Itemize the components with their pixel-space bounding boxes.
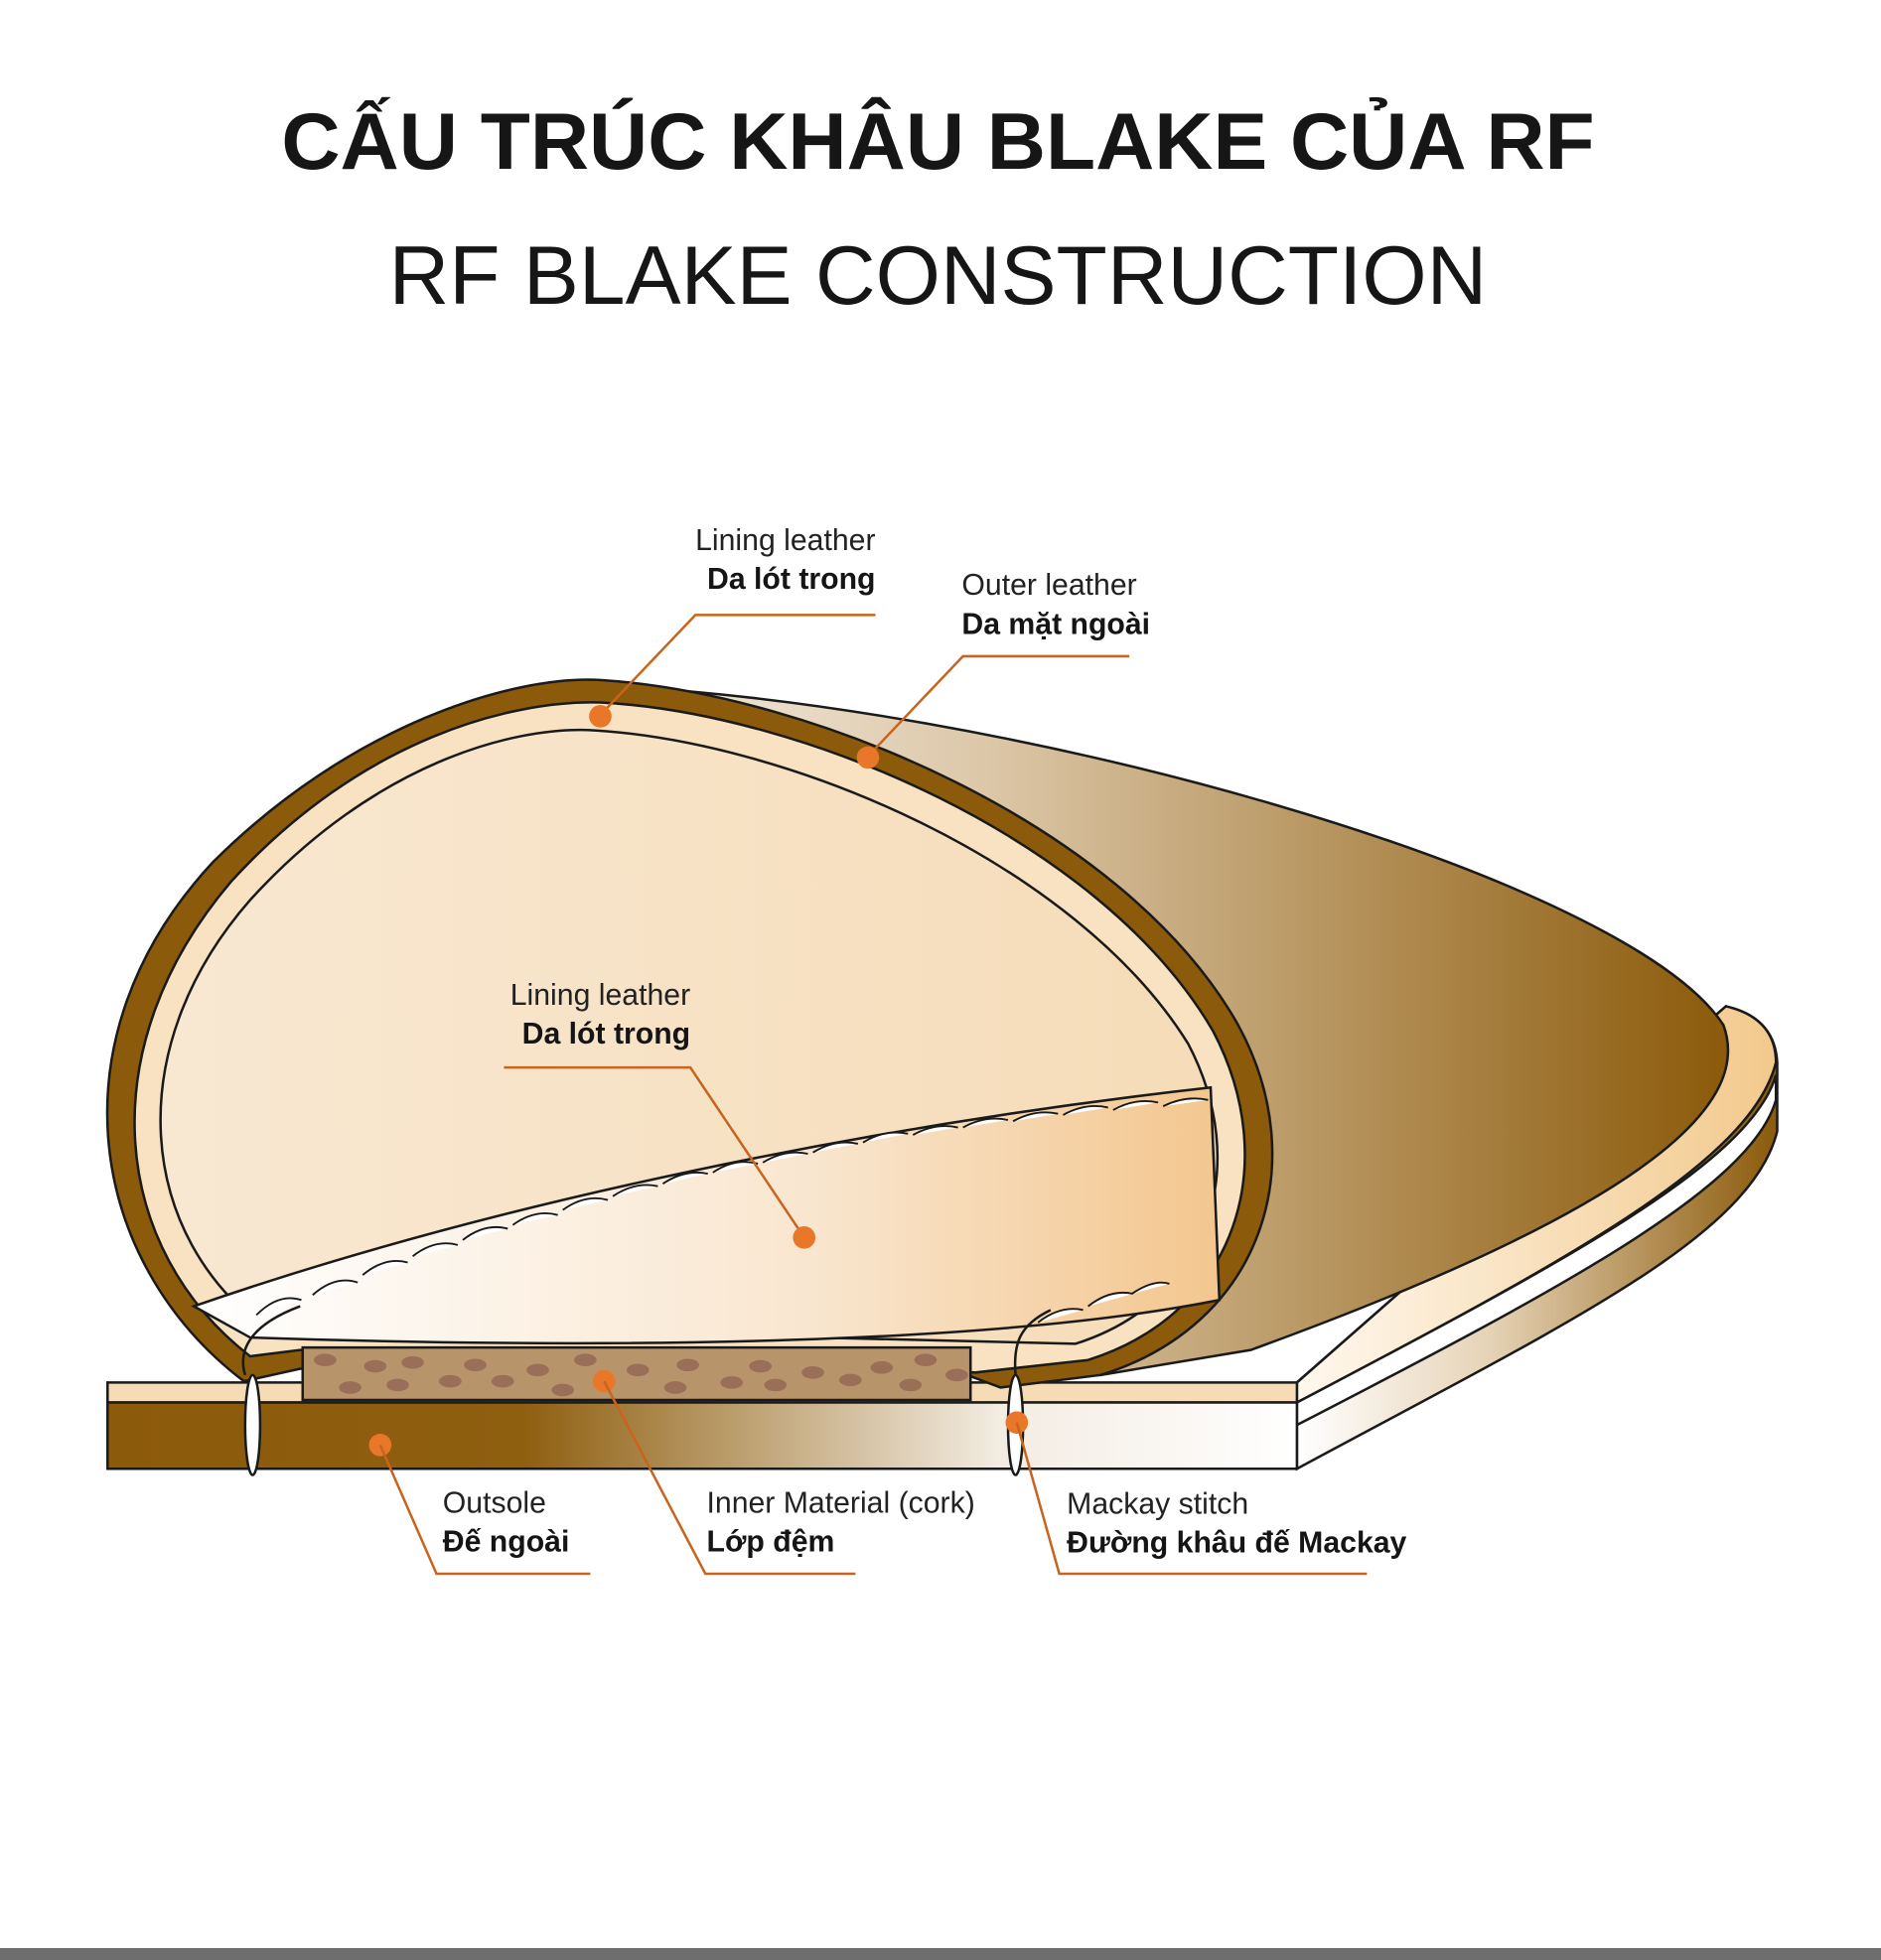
callout-outsole: Outsole Đế ngoài xyxy=(368,1433,591,1576)
callout-lining-leather-inner: Lining leather Da lót trong xyxy=(504,979,816,1249)
callout-inner-material: Inner Material (cork) Lớp đệm xyxy=(592,1369,975,1576)
bottom-bar xyxy=(0,1948,1881,1960)
svg-text:Lining leather: Lining leather xyxy=(510,979,690,1012)
svg-text:Inner Material (cork): Inner Material (cork) xyxy=(707,1486,975,1519)
svg-text:Da mặt ngoài: Da mặt ngoài xyxy=(961,608,1150,640)
svg-text:Da lót trong: Da lót trong xyxy=(707,563,875,596)
title-english: RF BLAKE CONSTRUCTION xyxy=(389,229,1488,322)
mackay-stitch-left xyxy=(241,1305,301,1476)
callout-mackay-stitch: Mackay stitch Đường khâu đế Mackay xyxy=(1005,1411,1407,1576)
svg-text:Lớp đệm: Lớp đệm xyxy=(707,1525,835,1558)
cork-inner-material xyxy=(301,1345,972,1402)
svg-text:Da lót trong: Da lót trong xyxy=(522,1018,690,1050)
svg-text:Outsole: Outsole xyxy=(443,1486,546,1519)
callout-lining-leather-top: Lining leather Da lót trong xyxy=(589,524,876,728)
callout-outer-leather: Outer leather Da mặt ngoài xyxy=(856,569,1150,770)
svg-text:Đế ngoài: Đế ngoài xyxy=(443,1525,570,1558)
svg-text:Đường khâu đế Mackay: Đường khâu đế Mackay xyxy=(1067,1527,1406,1560)
title-vietnamese: CẤU TRÚC KHÂU BLAKE CỦA RF xyxy=(281,97,1594,187)
insole xyxy=(191,1085,1222,1345)
svg-text:Lining leather: Lining leather xyxy=(695,524,875,557)
insole-stitching xyxy=(255,1097,1209,1324)
svg-text:Outer leather: Outer leather xyxy=(961,569,1136,602)
svg-text:Mackay stitch: Mackay stitch xyxy=(1067,1488,1248,1521)
